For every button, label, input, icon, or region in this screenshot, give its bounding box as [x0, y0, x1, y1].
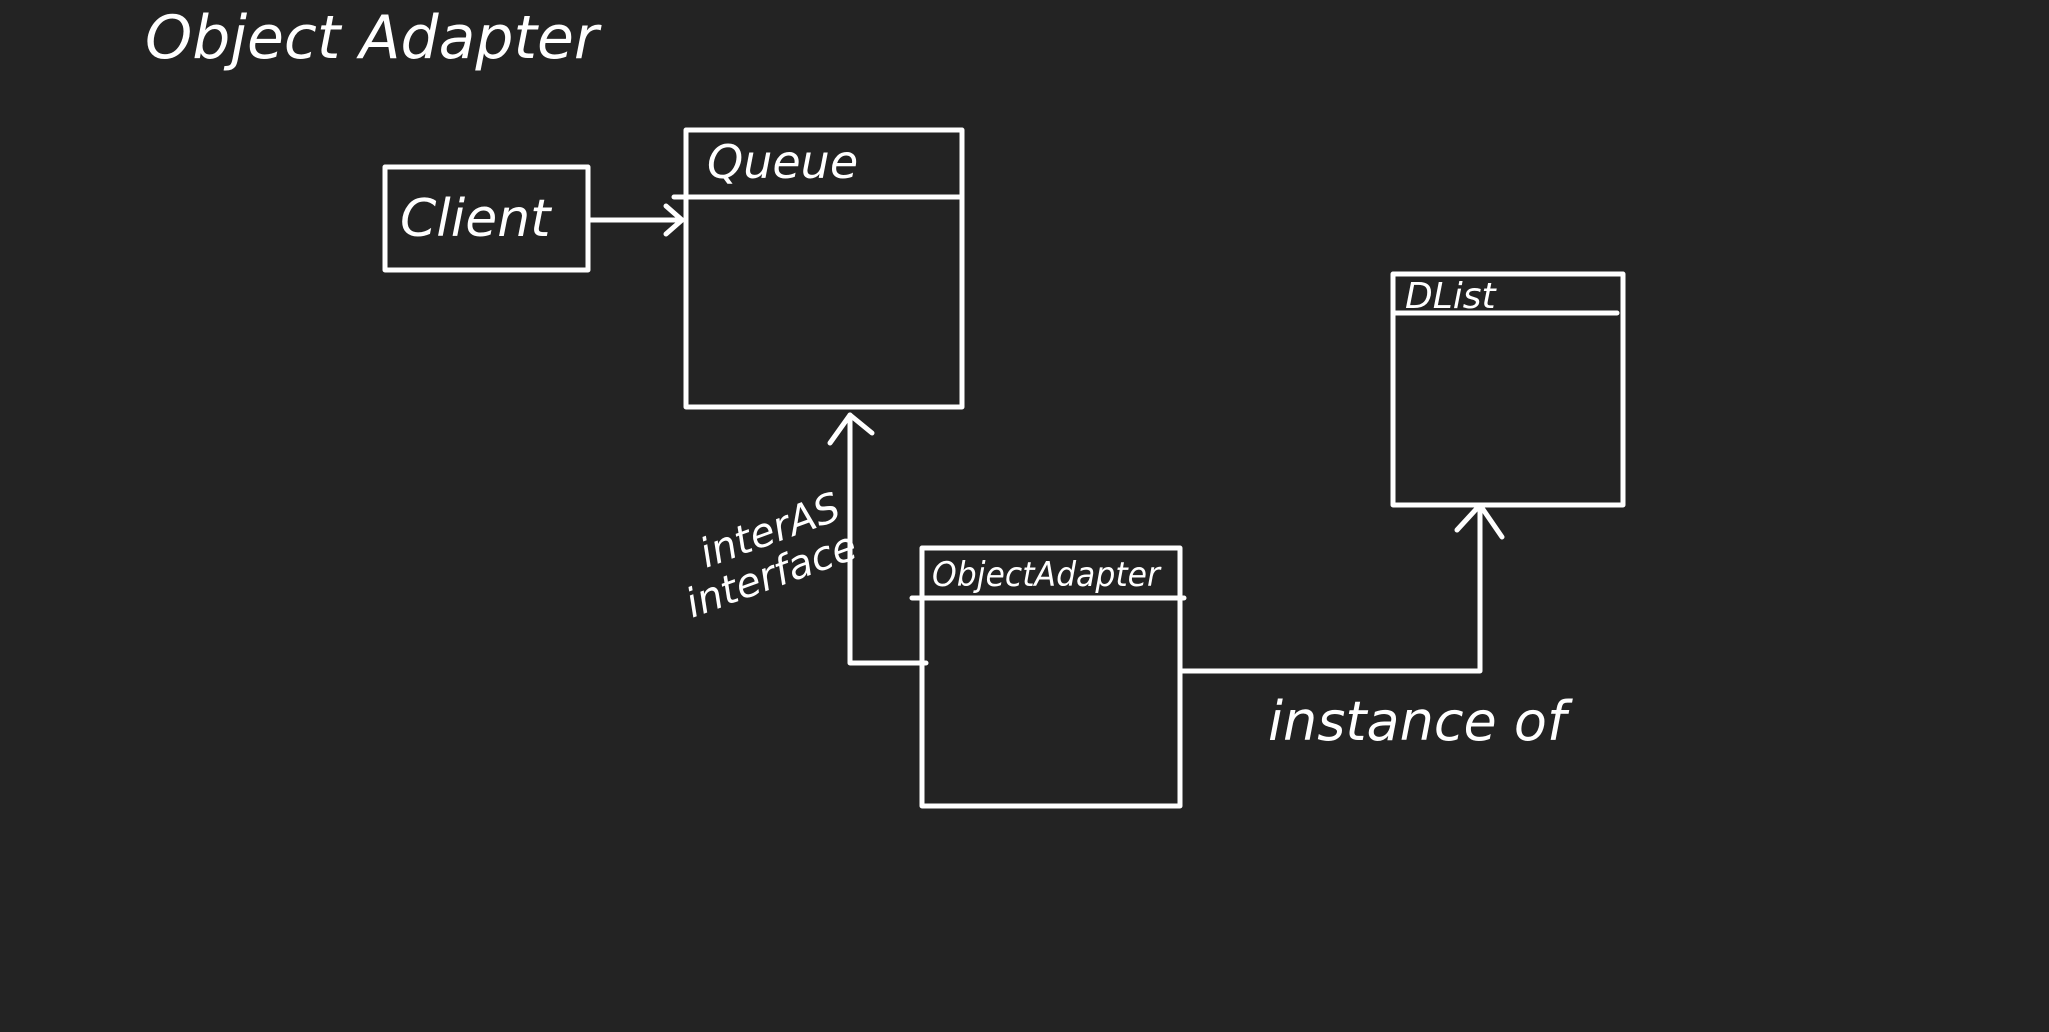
queue-label: Queue [707, 135, 858, 189]
adapter-to-queue-arrow [827, 412, 929, 666]
client-label: Client [400, 189, 552, 249]
dlist-class-box: DList [1390, 271, 1626, 508]
queue-class-box: Queue [671, 127, 965, 410]
object-adapter-class-box: ObjectAdapter [909, 545, 1187, 809]
client-box: Client [382, 164, 591, 273]
adapter-to-dlist-arrow [1179, 502, 1505, 674]
client-to-queue-arrow [587, 203, 685, 237]
object-adapter-label: ObjectAdapter [932, 555, 1162, 595]
diagram-title: Object Adapter [145, 3, 602, 73]
instance-of-label: instance of [1268, 690, 1573, 753]
dlist-label: DList [1405, 276, 1498, 317]
